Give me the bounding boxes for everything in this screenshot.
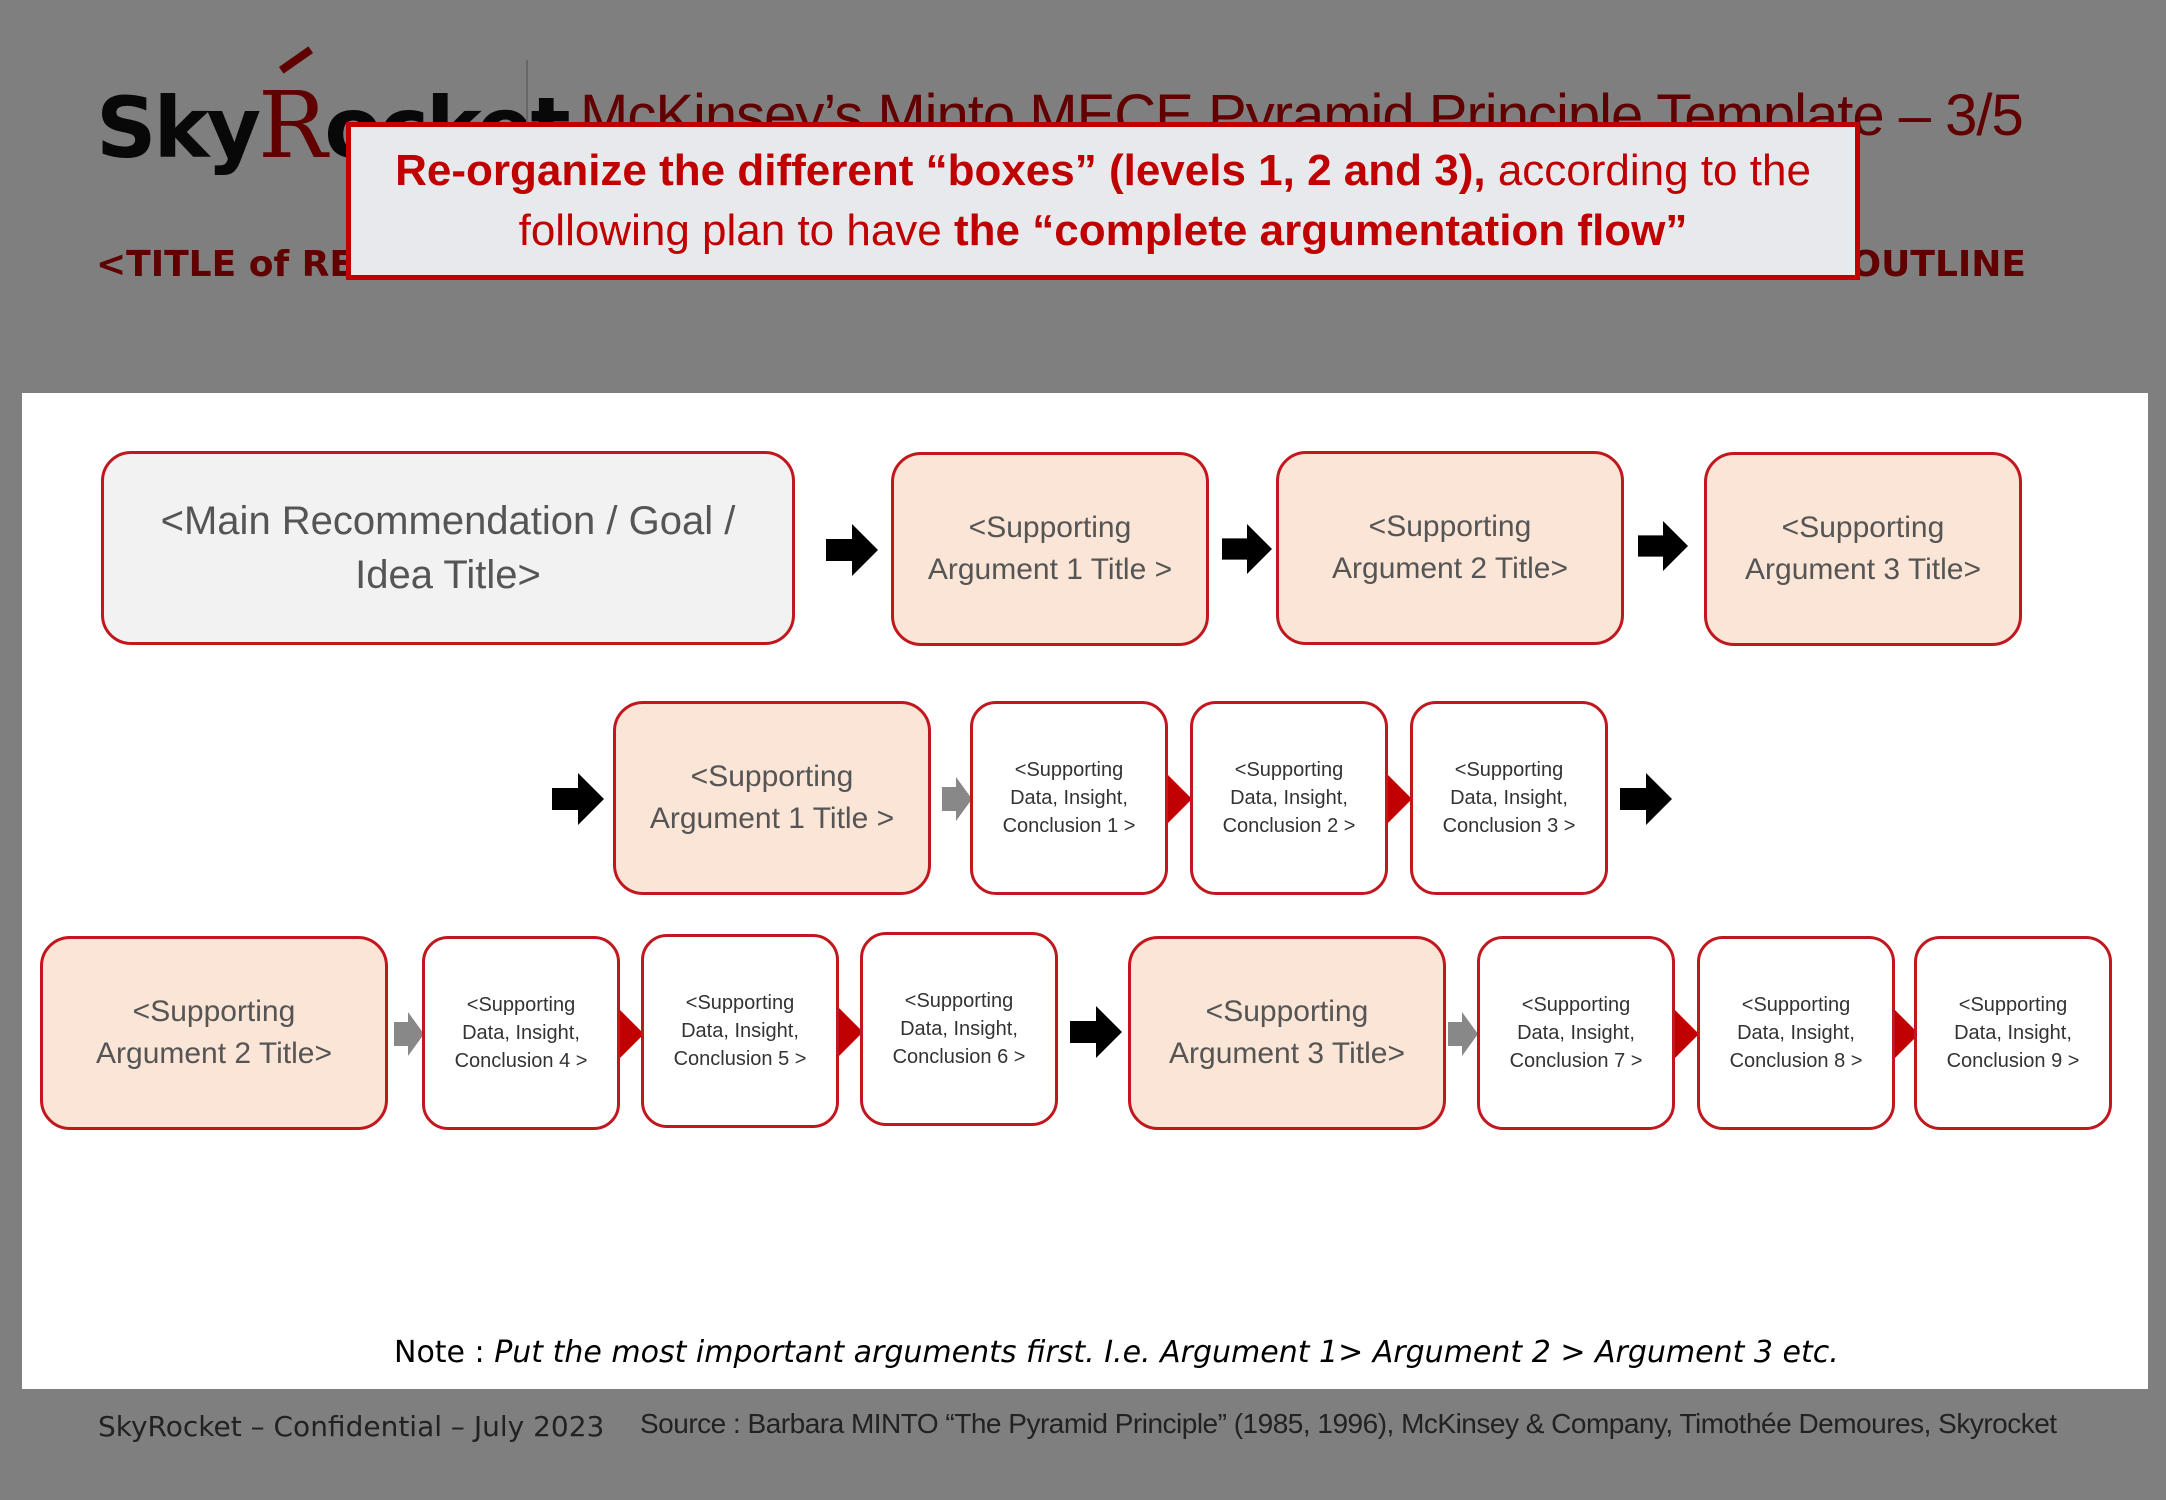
arrow-right-icon xyxy=(1638,521,1688,571)
triangle-connector-icon xyxy=(1168,775,1192,823)
arrow-right-icon xyxy=(394,1012,424,1056)
instruction-text: Re-organize the different “boxes” (level… xyxy=(395,146,1811,255)
triangle-connector-icon xyxy=(1388,775,1412,823)
triangle-connector-icon xyxy=(620,1010,644,1058)
instruction-callout: Re-organize the different “boxes” (level… xyxy=(346,122,1860,280)
triangle-connector-icon xyxy=(1675,1010,1699,1058)
triangle-connector-icon xyxy=(1895,1010,1919,1058)
triangle-connector-icon xyxy=(839,1008,863,1056)
arrow-right-icon xyxy=(942,777,972,821)
arrow-right-icon xyxy=(1222,524,1272,574)
arrow-right-icon xyxy=(1070,1006,1122,1058)
argumentation-flow-panel: <Main Recommendation / Goal /Idea Title>… xyxy=(22,393,2148,1389)
arrow-right-icon xyxy=(1620,773,1672,825)
note-text: Note : Put the most important arguments … xyxy=(394,1335,1839,1370)
arrow-right-icon xyxy=(826,524,878,576)
arrow-right-icon xyxy=(1448,1012,1478,1056)
arrow-right-icon xyxy=(552,773,604,825)
main-recommendation-box: <Main Recommendation / Goal /Idea Title> xyxy=(101,451,795,645)
